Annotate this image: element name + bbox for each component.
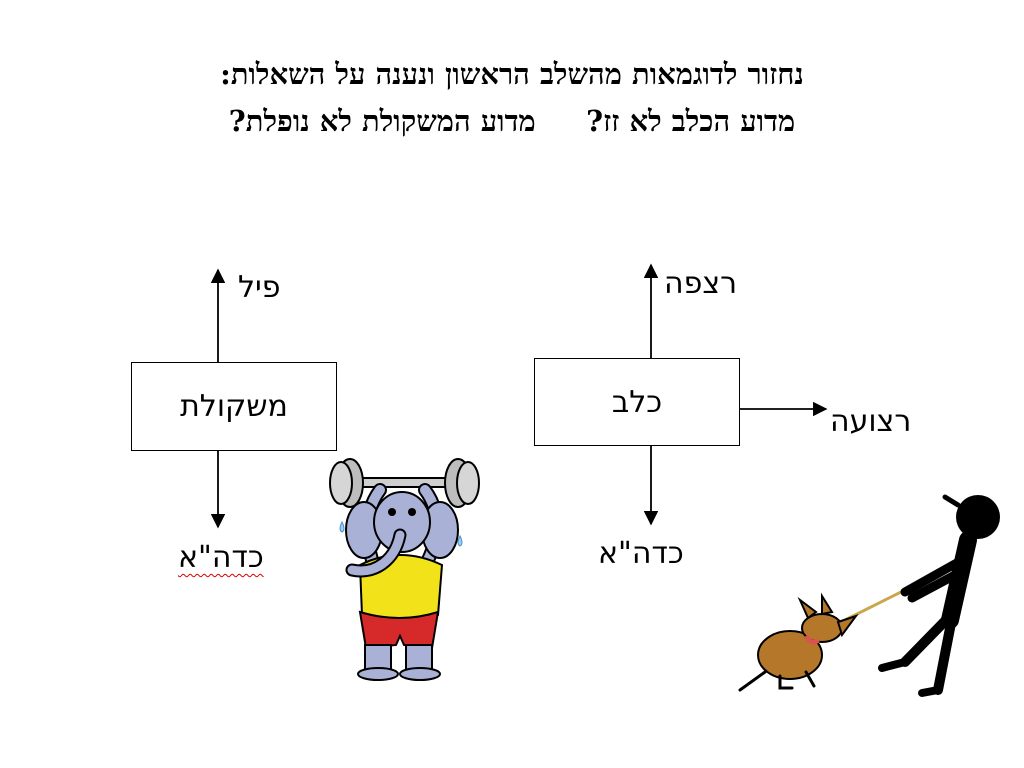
title-line-2: מדוע הכלב לא זז? מדוע המשקולת לא נופלת? <box>228 104 796 138</box>
force-label-elephant: פיל <box>238 270 281 305</box>
title-line-1: נחזור לדוגמאות מהשלב הראשון ונענה על השא… <box>220 57 804 91</box>
object-label-weight: משקולת <box>180 389 288 424</box>
force-label-earth-right: כדה"א <box>598 536 684 571</box>
object-box-weight: משקולת <box>131 362 337 451</box>
force-label-leash: רצועה <box>830 404 912 439</box>
force-label-earth-left: כדה"א <box>178 540 264 575</box>
object-box-dog: כלב <box>534 358 740 446</box>
object-label-dog: כלב <box>611 384 663 420</box>
force-label-floor: רצפה <box>664 266 738 301</box>
